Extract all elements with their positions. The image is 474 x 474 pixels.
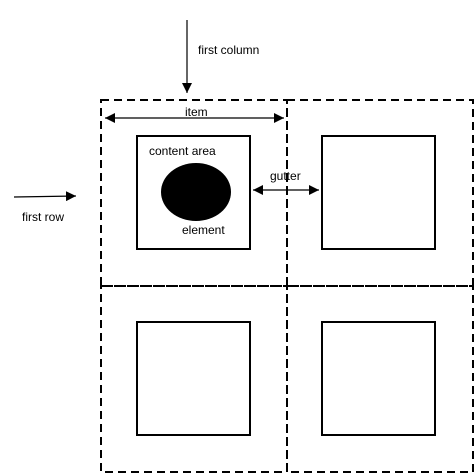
content-box-r2c1 <box>136 321 251 436</box>
first-row-label: first row <box>22 210 64 224</box>
item-label: item <box>185 105 208 119</box>
content-box-r1c2 <box>321 135 436 250</box>
first-row-arrow <box>13 191 77 202</box>
grid-cell-r2c2 <box>286 285 474 473</box>
first-column-label: first column <box>198 43 259 57</box>
content-box-r2c2 <box>321 321 436 436</box>
element-circle <box>161 163 231 221</box>
grid-cell-r2c1 <box>100 285 288 473</box>
grid-cell-r1c2 <box>286 99 474 287</box>
content-box-r1c1 <box>136 135 251 250</box>
content-area-label: content area <box>149 144 216 158</box>
gutter-label: gutter <box>270 169 301 183</box>
element-label: element <box>182 223 225 237</box>
